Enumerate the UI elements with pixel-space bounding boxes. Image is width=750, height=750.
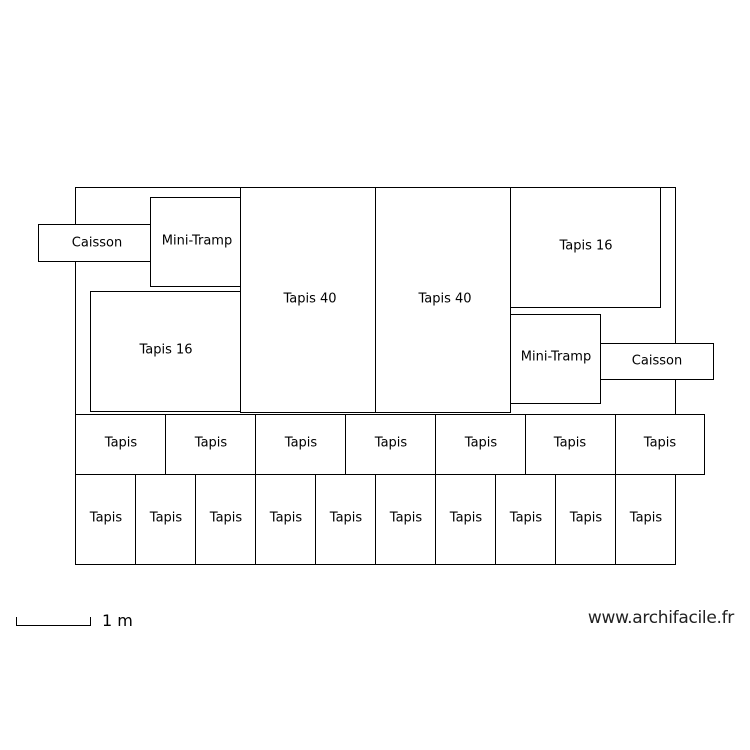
- tapis-row-2: Tapis Tapis Tapis Tapis Tapis Tapis Tapi…: [75, 474, 676, 565]
- mini-tramp-right: [510, 314, 601, 404]
- tapis-mat: [315, 474, 376, 565]
- tapis-label: Tapis: [449, 511, 483, 526]
- tapis-label: Tapis: [374, 436, 408, 451]
- mini-tramp-left: [150, 197, 243, 287]
- tapis-label: Tapis: [509, 511, 543, 526]
- tapis-mat: [435, 414, 526, 475]
- tapis-label: Tapis: [284, 436, 318, 451]
- scale-bar: [16, 617, 91, 626]
- tapis-label: Tapis: [209, 511, 243, 526]
- tapis-mat: [615, 414, 705, 475]
- tapis-label: Tapis: [89, 511, 123, 526]
- tapis-mat: [255, 474, 316, 565]
- tapis-16-left-label: Tapis 16: [138, 343, 192, 358]
- tapis-16-right: [510, 187, 661, 308]
- tapis-40-right-label: Tapis 40: [417, 292, 471, 307]
- tapis-label: Tapis: [149, 511, 183, 526]
- tapis-mat: [255, 414, 346, 475]
- tapis-mat: [135, 474, 196, 565]
- scale-label: 1 m: [102, 611, 133, 630]
- tapis-40-left: [240, 187, 376, 413]
- tapis-label: Tapis: [389, 511, 423, 526]
- caisson-left-label: Caisson: [72, 236, 122, 251]
- tapis-label: Tapis: [553, 436, 587, 451]
- tapis-label: Tapis: [464, 436, 498, 451]
- caisson-left: [38, 224, 159, 262]
- tapis-label: Tapis: [629, 511, 663, 526]
- tapis-mat: [555, 474, 616, 565]
- caisson-right-label: Caisson: [632, 354, 682, 369]
- watermark: www.archifacile.fr: [587, 608, 734, 628]
- tapis-label: Tapis: [329, 511, 363, 526]
- tapis-mat: [435, 474, 496, 565]
- tapis-label: Tapis: [104, 436, 138, 451]
- caisson-right: [600, 343, 714, 380]
- tapis-label: Tapis: [569, 511, 603, 526]
- tapis-mat: [615, 474, 676, 565]
- tapis-label: Tapis: [269, 511, 303, 526]
- mini-tramp-left-label: Mini-Tramp: [162, 234, 232, 249]
- tapis-label: Tapis: [194, 436, 228, 451]
- tapis-16-left: [90, 291, 243, 412]
- tapis-row-1: Tapis Tapis Tapis Tapis Tapis Tapis Tapi…: [75, 414, 705, 475]
- tapis-mat: [195, 474, 256, 565]
- tapis-label: Tapis: [643, 436, 677, 451]
- mini-tramp-right-label: Mini-Tramp: [521, 350, 591, 365]
- tapis-mat: [75, 414, 166, 475]
- tapis-16-right-label: Tapis 16: [558, 239, 612, 254]
- tapis-mat: [375, 474, 436, 565]
- tapis-40-right: [375, 187, 511, 413]
- tapis-40-left-label: Tapis 40: [282, 292, 336, 307]
- tapis-mat: [75, 474, 136, 565]
